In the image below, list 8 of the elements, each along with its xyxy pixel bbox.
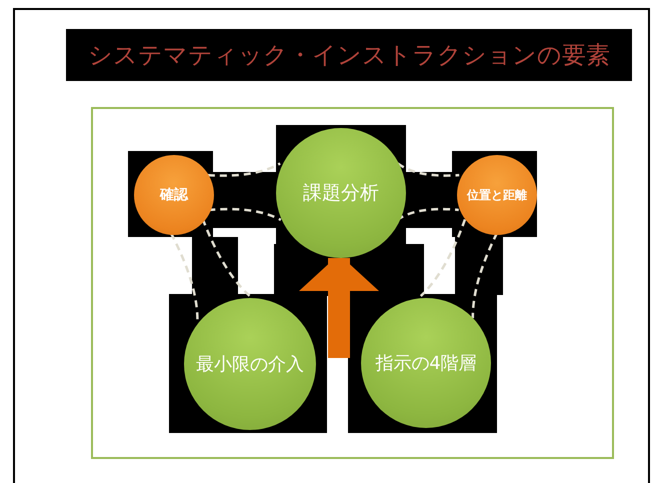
- dashed-arc: [208, 208, 282, 222]
- title-banner: システマティック・インストラクションの要素: [66, 29, 632, 81]
- dashed-arc: [397, 162, 460, 177]
- dashed-arc: [170, 232, 199, 320]
- dashed-arc: [472, 232, 498, 318]
- frame-box: [91, 107, 614, 459]
- dashed-arc: [208, 162, 281, 177]
- dashed-arc: [420, 218, 466, 297]
